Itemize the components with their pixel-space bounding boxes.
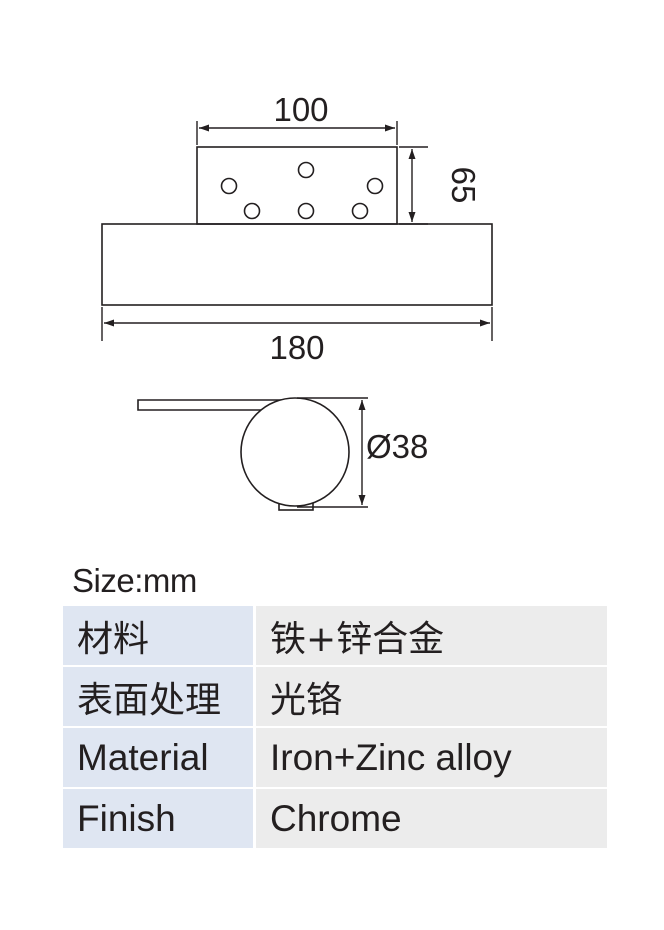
dimension-diameter [297,397,368,508]
base-bar [101,223,493,306]
spec-key: Material [63,728,253,787]
wheel [240,397,350,507]
technical-drawing: 100 65 180 Ø38 [101,91,493,511]
screw-hole [243,202,261,220]
dimension-top-height [399,146,428,225]
spec-value: Chrome [256,789,607,848]
spec-value: 铁+锌合金 [256,606,607,665]
screw-hole [220,177,238,195]
screw-hole [297,202,315,220]
screw-hole [366,177,384,195]
screw-hole [351,202,369,220]
dimension-top-width [196,121,398,145]
spec-table: 材料 铁+锌合金 表面处理 光铬 Material Iron+Zinc allo… [63,606,607,850]
spec-value: Iron+Zinc alloy [256,728,607,787]
diameter-label: Ø38 [366,428,428,465]
screw-hole [297,161,315,179]
spec-key: 表面处理 [63,667,253,726]
spec-key: Finish [63,789,253,848]
spec-key: 材料 [63,606,253,665]
dimension-base-width [101,307,493,341]
spec-row-material-en: Material Iron+Zinc alloy [63,728,607,787]
spec-row-finish-cn: 表面处理 光铬 [63,667,607,726]
spec-row-finish-en: Finish Chrome [63,789,607,848]
base-width-label: 180 [269,329,324,366]
top-width-label: 100 [273,91,328,128]
size-unit-label: Size:mm [72,562,197,599]
spec-row-material-cn: 材料 铁+锌合金 [63,606,607,665]
spec-value: 光铬 [256,667,607,726]
side-view [137,397,350,511]
top-height-label: 65 [445,167,482,204]
front-view [101,146,493,306]
